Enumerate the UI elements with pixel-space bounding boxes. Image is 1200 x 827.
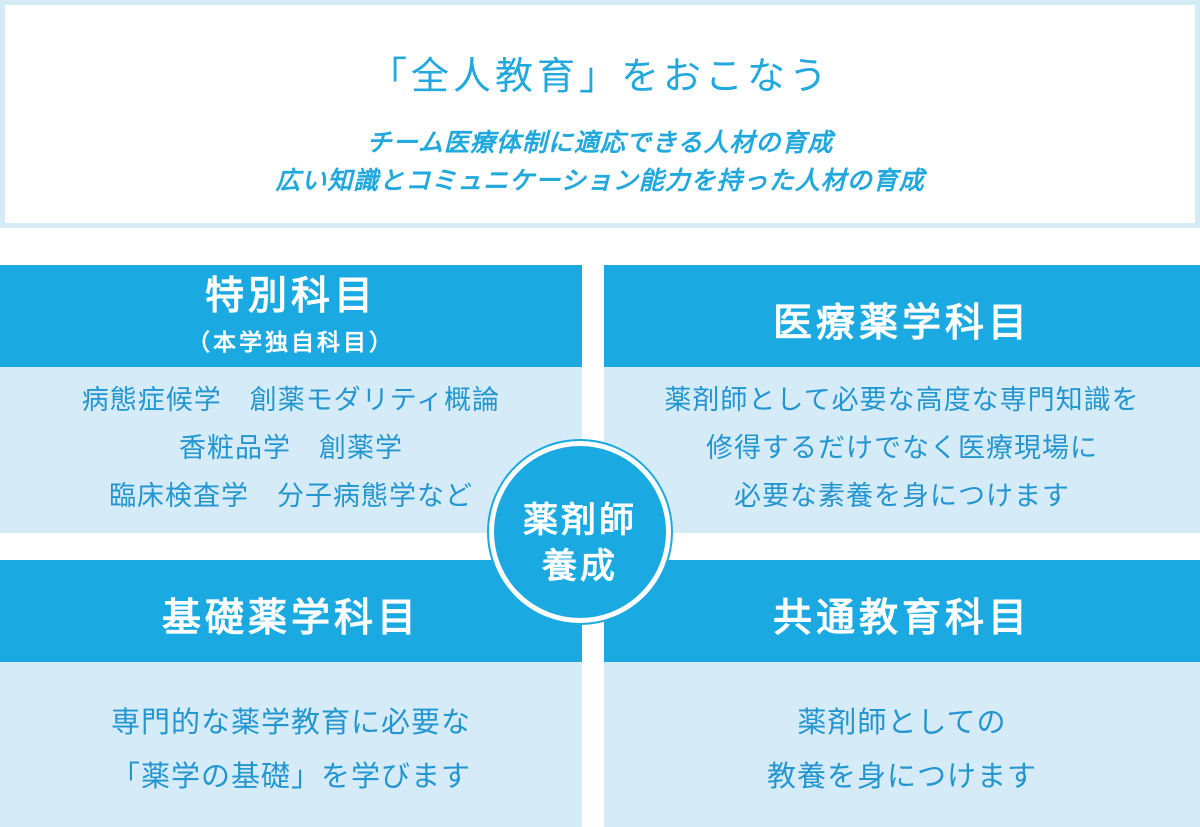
quadrant-line: 教養を身につけます: [766, 759, 1037, 793]
quadrant-line: 「薬学の基礎」を学びます: [110, 759, 471, 793]
quadrant-title: 共通教育科目: [772, 596, 1031, 641]
quadrant-body: 薬剤師として必要な高度な専門知識を 修得するだけでなく医療現場に 必要な素養を身…: [604, 367, 1200, 533]
mission-box: 「全人教育」をおこなう チーム医療体制に適応できる人材の育成 広い知識とコミュニ…: [0, 0, 1200, 228]
quadrant-body: 専門的な薬学教育に必要な 「薬学の基礎」を学びます: [0, 662, 582, 827]
quadrant-basic-pharmacy: 基礎薬学科目 専門的な薬学教育に必要な 「薬学の基礎」を学びます: [0, 560, 582, 827]
mission-subtitle-line-2: 広い知識とコミュニケーション能力を持った人材の育成: [275, 166, 925, 195]
quadrant-line: 香粧品学 創薬学: [179, 433, 403, 464]
quadrant-note: （本学独自科目）: [187, 330, 395, 356]
quadrant-title: 特別科目: [204, 274, 377, 319]
quadrant-header: 医療薬学科目: [604, 265, 1200, 367]
quadrant-line: 病態症候学 創薬モダリティ概論: [81, 385, 501, 416]
quadrant-line: 専門的な薬学教育に必要な: [110, 705, 471, 739]
quadrant-line: 薬剤師としての: [797, 705, 1007, 739]
quadrant-body: 薬剤師としての 教養を身につけます: [604, 662, 1200, 827]
quadrant-line: 臨床検査学 分子病態学など: [109, 481, 473, 512]
quadrant-header: 共通教育科目: [604, 560, 1200, 662]
mission-title: 「全人教育」をおこなう: [368, 54, 831, 98]
mission-subtitle-line-1: チーム医療体制に適応できる人材の育成: [366, 128, 834, 157]
quadrant-special-subjects: 特別科目 （本学独自科目） 病態症候学 創薬モダリティ概論 香粧品学 創薬学 臨…: [0, 265, 582, 533]
pharmacist-training-circle: 薬剤師 養成: [489, 441, 671, 623]
quadrant-line: 必要な素養を身につけます: [734, 481, 1070, 512]
quadrant-title: 基礎薬学科目: [161, 596, 420, 641]
quadrant-title: 医療薬学科目: [772, 301, 1031, 346]
quadrant-header: 特別科目 （本学独自科目）: [0, 265, 582, 367]
circle-label-line-2: 養成: [541, 547, 618, 587]
quadrant-line: 修得するだけでなく医療現場に: [706, 433, 1098, 464]
quadrant-clinical-pharmacy: 医療薬学科目 薬剤師として必要な高度な専門知識を 修得するだけでなく医療現場に …: [604, 265, 1200, 533]
quadrant-line: 薬剤師として必要な高度な専門知識を: [664, 385, 1140, 416]
circle-label-line-1: 薬剤師: [522, 501, 637, 541]
quadrant-general-education: 共通教育科目 薬剤師としての 教養を身につけます: [604, 560, 1200, 827]
quadrant-body: 病態症候学 創薬モダリティ概論 香粧品学 創薬学 臨床検査学 分子病態学など: [0, 367, 582, 533]
quadrant-header: 基礎薬学科目: [0, 560, 582, 662]
